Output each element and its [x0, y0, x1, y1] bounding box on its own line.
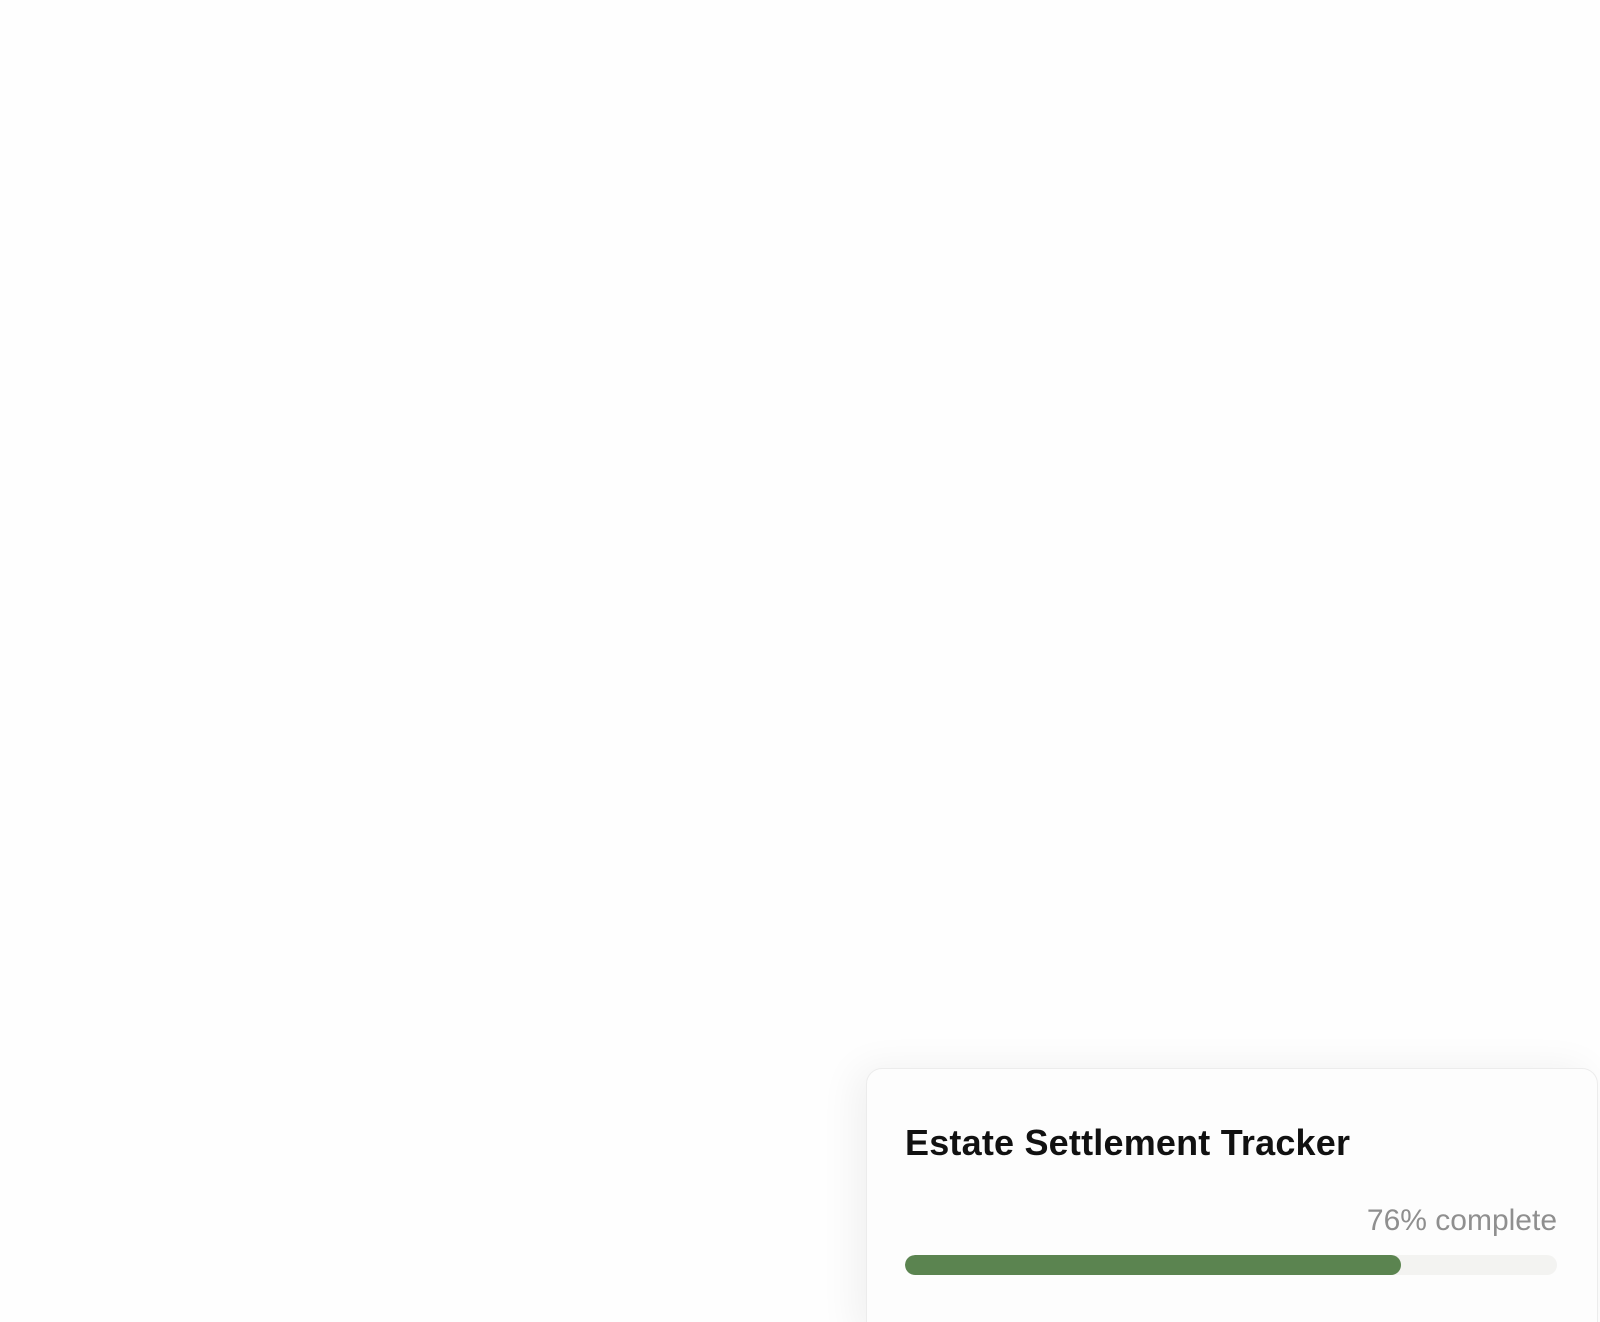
progress-label: 76% complete — [1366, 1204, 1557, 1237]
progress-track — [905, 1255, 1557, 1275]
tracker-title: Estate Settlement Tracker — [905, 1122, 1351, 1163]
progress-label-row: 76% complete — [905, 1203, 1557, 1239]
estate-settlement-tracker-card: Estate Settlement Tracker 76% complete — [866, 1068, 1598, 1322]
progress-fill — [905, 1255, 1401, 1275]
